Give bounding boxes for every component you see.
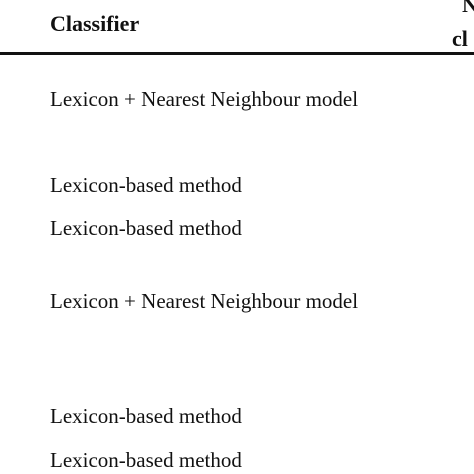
table-row-classifier: Lexicon-based method <box>50 173 242 197</box>
table-row-classifier: Lexicon-based method <box>50 448 242 472</box>
header-rule <box>0 52 474 55</box>
header-classifier: Classifier <box>50 11 140 36</box>
table-row-classifier: Lexicon + Nearest Neighbour model <box>50 289 359 313</box>
header-next-column-line2: cl <box>452 26 468 51</box>
table-row-classifier: Lexicon-based method <box>50 404 242 428</box>
table-row-classifier: Lexicon-based method <box>50 216 242 240</box>
table-row-classifier: Lexicon + Nearest Neighbour model <box>50 87 359 111</box>
header-next-column-line1: N <box>462 0 474 17</box>
